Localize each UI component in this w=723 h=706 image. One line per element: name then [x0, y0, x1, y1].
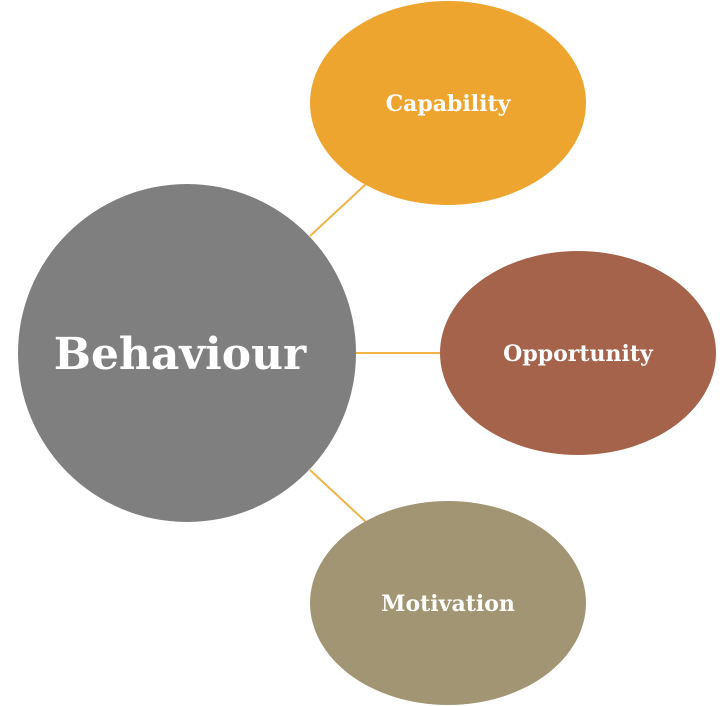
- motivation-ellipse: [310, 501, 586, 705]
- opportunity-ellipse: [440, 251, 716, 455]
- connector-motivation: [309, 469, 367, 523]
- motivation-node: Motivation: [310, 501, 586, 705]
- capability-ellipse: [310, 1, 586, 205]
- behaviour-circle: [18, 184, 356, 522]
- behaviour-label: Behaviour: [54, 329, 307, 380]
- capability-node: Capability: [310, 1, 586, 205]
- opportunity-label: Opportunity: [503, 341, 654, 367]
- behaviour-node: Behaviour: [18, 184, 356, 522]
- capability-label: Capability: [386, 91, 512, 117]
- motivation-label: Motivation: [381, 591, 515, 617]
- opportunity-node: Opportunity: [440, 251, 716, 455]
- connector-capability: [309, 183, 367, 237]
